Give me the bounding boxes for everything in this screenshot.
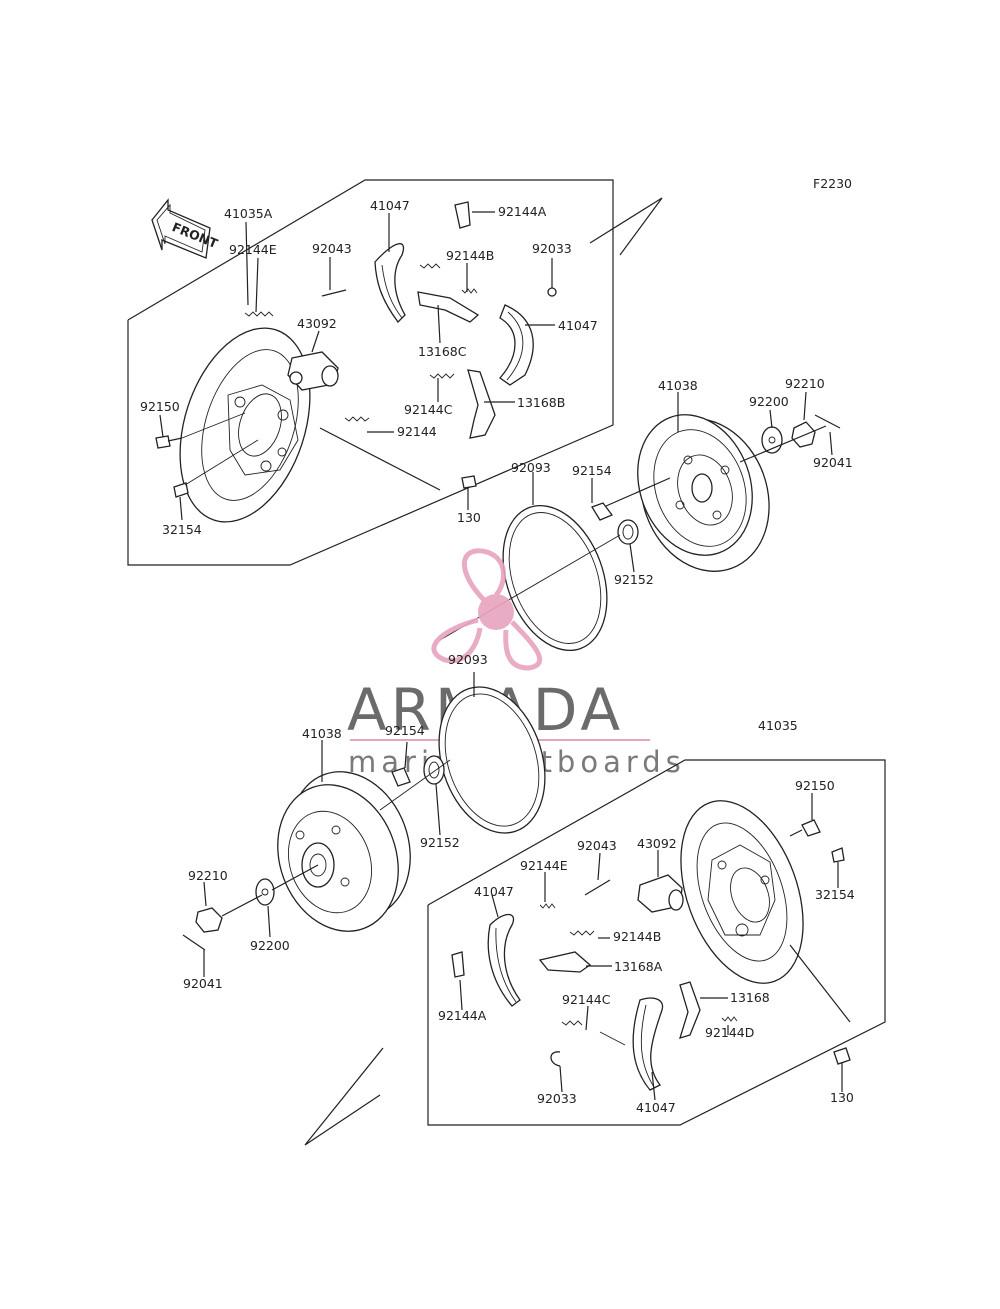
- lower-shoe-left: [487, 913, 521, 1007]
- label-92154-lower: 92154: [385, 723, 425, 738]
- label-92210-upper: 92210: [785, 376, 825, 391]
- label-92144e-upper: 92144E: [229, 242, 277, 257]
- label-92144a-upper: 92144A: [498, 204, 547, 219]
- propeller-logo-icon: [431, 548, 542, 671]
- lower-wheel-cylinder: [637, 874, 684, 913]
- label-92144b-lower: 92144B: [613, 929, 661, 944]
- label-92154-upper: 92154: [572, 463, 612, 478]
- label-92210-lower: 92210: [188, 868, 228, 883]
- label-92200-lower: 92200: [250, 938, 290, 953]
- label-32154-upper: 32154: [162, 522, 202, 537]
- label-13168c: 13168C: [418, 344, 467, 359]
- upper-drum-group: [439, 391, 841, 652]
- label-13168b: 13168B: [517, 395, 565, 410]
- upper-wheel-cylinder: [287, 351, 339, 391]
- label-92041-upper: 92041: [813, 455, 853, 470]
- label-41038-upper: 41038: [658, 378, 698, 393]
- label-41035: 41035: [758, 718, 798, 733]
- upper-drum: [637, 414, 770, 572]
- label-13168: 13168: [730, 990, 770, 1005]
- upper-shoe-right: [499, 304, 534, 386]
- label-43092-upper: 43092: [297, 316, 337, 331]
- front-arrow-icon: FRONT: [151, 198, 220, 259]
- diagram-code: F2230: [813, 176, 852, 191]
- label-92200-upper: 92200: [749, 394, 789, 409]
- label-92152-lower: 92152: [420, 835, 460, 850]
- label-92144e-lower: 92144E: [520, 858, 568, 873]
- label-92043-lower: 92043: [577, 838, 617, 853]
- label-92144c-lower: 92144C: [562, 992, 611, 1007]
- label-92144-upper: 92144: [397, 424, 437, 439]
- label-92150-upper: 92150: [140, 399, 180, 414]
- lower-shoe-right: [632, 997, 664, 1091]
- upper-backplate: [179, 327, 311, 523]
- label-41038-lower: 41038: [302, 726, 342, 741]
- lower-backplate: [680, 800, 804, 984]
- label-43092-lower: 43092: [637, 836, 677, 851]
- label-92041-lower: 92041: [183, 976, 223, 991]
- label-92043-upper: 92043: [312, 241, 352, 256]
- label-92093-upper: 92093: [511, 460, 551, 475]
- lower-drum-group: [182, 672, 546, 977]
- label-92150-lower: 92150: [795, 778, 835, 793]
- lower-seal-ring: [438, 686, 546, 834]
- upper-assembly-labels: 41035A 41047 92144A 92043 92144B 92033 9…: [140, 198, 598, 537]
- label-92144b-upper: 92144B: [446, 248, 494, 263]
- upper-drum-labels: 41038 92200 92210 92041 92093 92154 9215…: [511, 376, 853, 587]
- upper-shoe-left: [374, 243, 406, 323]
- label-92144c-upper: 92144C: [404, 402, 453, 417]
- label-92093-lower: 92093: [448, 652, 488, 667]
- upper-seal-ring: [502, 504, 608, 652]
- label-130-upper: 130: [457, 510, 481, 525]
- lower-assembly-labels: 41035 92150 92043 43092 92144E 32154 410…: [438, 718, 855, 1115]
- label-92152-upper: 92152: [614, 572, 654, 587]
- label-13168a: 13168A: [614, 959, 663, 974]
- label-41047-upper-left: 41047: [370, 198, 410, 213]
- label-41035a: 41035A: [224, 206, 273, 221]
- label-92144d-lower: 92144D: [705, 1025, 754, 1040]
- label-130-lower: 130: [830, 1090, 854, 1105]
- label-92144a-lower: 92144A: [438, 1008, 487, 1023]
- label-41047-lower-right: 41047: [636, 1100, 676, 1115]
- label-92033-upper: 92033: [532, 241, 572, 256]
- label-41047-upper-right: 41047: [558, 318, 598, 333]
- label-41047-lower-left: 41047: [474, 884, 514, 899]
- label-32154-lower: 32154: [815, 887, 855, 902]
- lower-brake-assembly: [304, 759, 886, 1146]
- lower-drum-labels: 92093 41038 92154 92152 92210 92200 9204…: [183, 652, 488, 991]
- upper-brake-assembly: [127, 179, 663, 566]
- label-92033-lower: 92033: [537, 1091, 577, 1106]
